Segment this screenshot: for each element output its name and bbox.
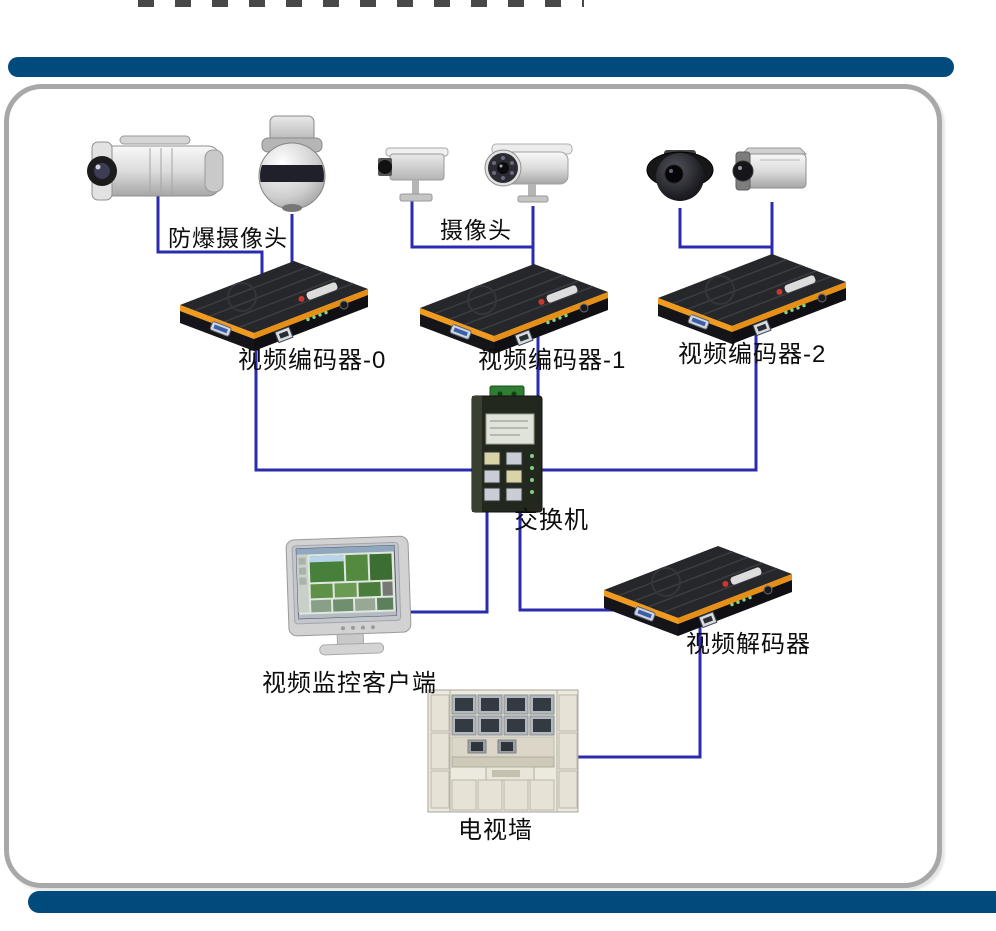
- silver-box-camera-icon: [732, 147, 808, 191]
- black-dome-camera-icon: [646, 150, 714, 201]
- label-camera: 摄像头: [440, 217, 512, 243]
- bottom-divider-bar: [28, 891, 996, 913]
- box-camera-icon: [378, 147, 449, 202]
- label-tv-wall: 电视墙: [458, 817, 533, 844]
- video-encoder-0-device: [179, 260, 369, 352]
- label-video-decoder: 视频解码器: [686, 631, 811, 658]
- bullet-camera-icon: [87, 135, 224, 201]
- label-video-encoder-1: 视频编码器-1: [478, 347, 627, 374]
- tv-wall-device: [427, 689, 579, 813]
- ethernet-switch-device: [471, 385, 543, 513]
- label-switch: 交换机: [514, 507, 589, 534]
- label-video-encoder-2: 视频编码器-2: [678, 341, 827, 368]
- label-monitoring-client: 视频监控客户端: [262, 670, 437, 697]
- cropped-title-fragment: [138, 0, 584, 7]
- video-decoder-device: [603, 545, 793, 637]
- video-encoder-2-device: [657, 253, 847, 345]
- monitor-client-device: [285, 535, 412, 656]
- label-explosion-proof-camera: 防爆摄像头: [168, 225, 288, 251]
- label-video-encoder-0: 视频编码器-0: [238, 347, 387, 374]
- ir-bullet-camera-icon: [484, 143, 573, 203]
- dome-camera-icon: [258, 115, 326, 212]
- top-divider-bar: [8, 57, 954, 77]
